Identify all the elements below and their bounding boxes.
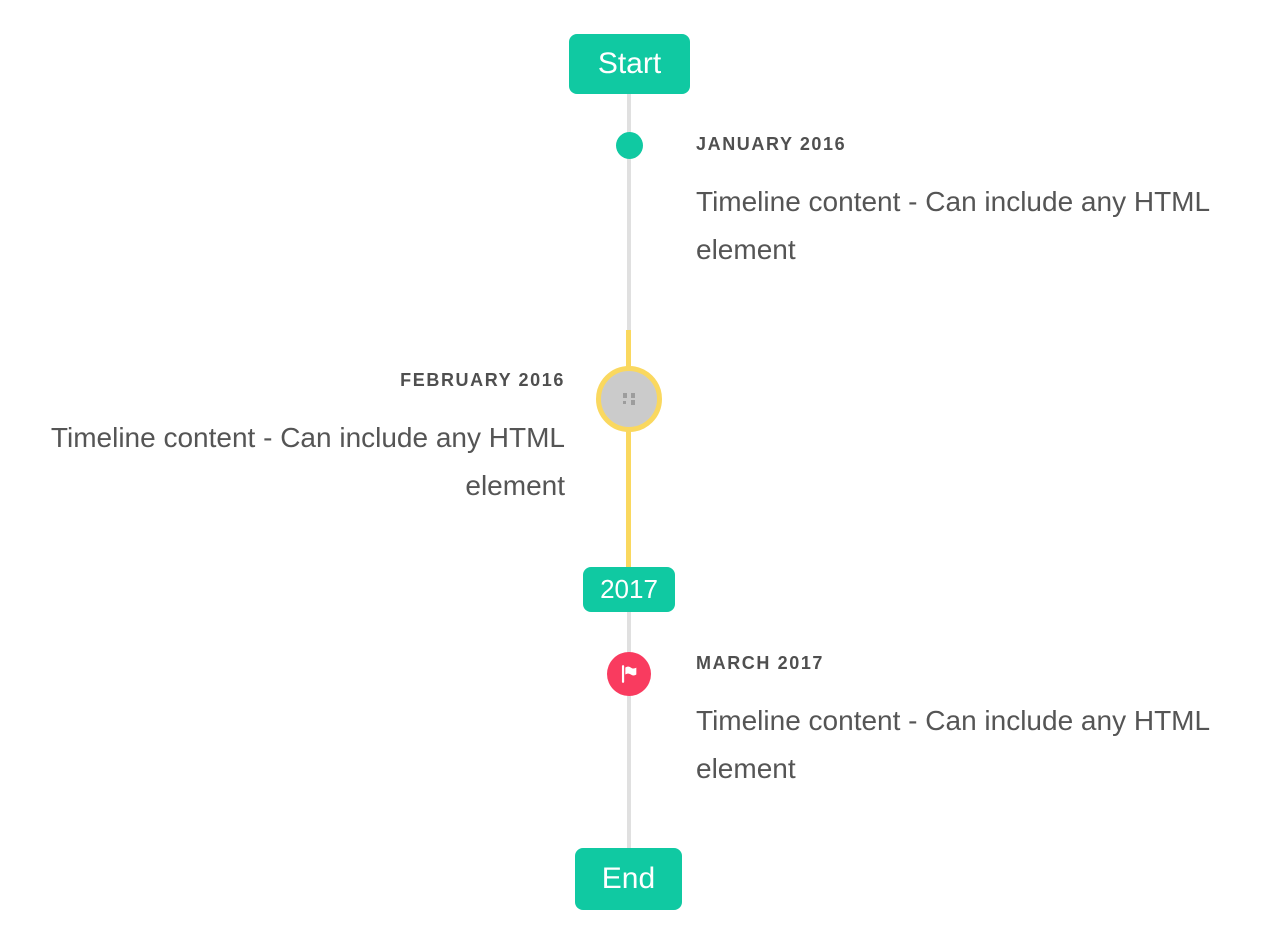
entry-content: Timeline content - Can include any HTML … [696,705,1210,784]
entry-title: MARCH 2017 [696,653,825,673]
flag-icon [618,663,640,685]
timeline-marker-ring [596,366,662,432]
entry-content: Timeline content - Can include any HTML … [50,422,565,501]
entry-title: JANUARY 2016 [696,134,847,154]
entry-content: Timeline content - Can include any HTML … [696,186,1210,265]
timeline-entry: JANUARY 2016 Timeline content - Can incl… [696,132,1226,274]
start-badge: Start [569,34,690,94]
year-badge: 2017 [583,567,675,612]
timeline-marker-dot [616,132,643,159]
timeline-entry: MARCH 2017 Timeline content - Can includ… [696,651,1226,793]
entry-title: FEBRUARY 2016 [400,370,565,390]
timeline-entry: FEBRUARY 2016 Timeline content - Can inc… [35,368,565,510]
broken-image-icon [622,392,637,406]
timeline-marker-flag [607,652,651,696]
end-badge: End [575,848,682,910]
timeline-line-highlight-segment [626,330,631,567]
